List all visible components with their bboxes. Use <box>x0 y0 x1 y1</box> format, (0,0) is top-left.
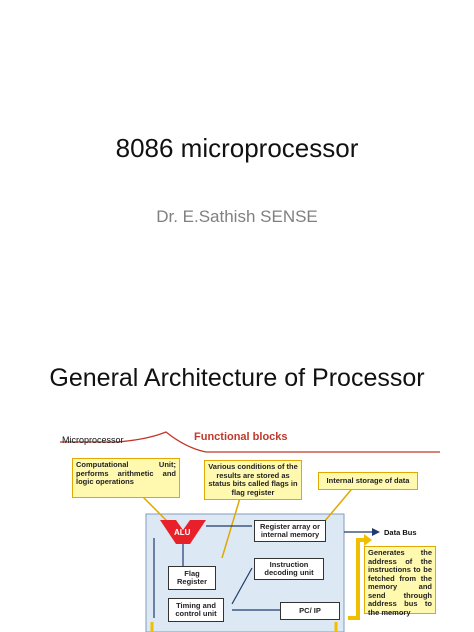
callout-flags: Various conditions of the results are st… <box>204 460 302 500</box>
diagram-header-left: Microprocessor <box>62 435 124 445</box>
slide-title-architecture: General Architecture of Processor <box>49 364 425 392</box>
block-timing-control: Timing and control unit <box>168 598 224 622</box>
block-instruction-decoder: Instruction decoding unit <box>254 558 324 580</box>
callout-computational: Computational Unit; performs arithmetic … <box>72 458 180 498</box>
header-underline <box>60 431 440 453</box>
slide-title-8086: 8086 microprocessor <box>115 133 359 163</box>
architecture-diagram: Microprocessor Functional blocks Computa… <box>56 418 448 632</box>
diagram-header-right: Functional blocks <box>194 431 288 443</box>
arrow-decoder-timing <box>231 567 253 605</box>
callout-connector-storage <box>323 483 357 523</box>
callout-connector-flags <box>221 497 241 559</box>
databus-label: Data Bus <box>384 528 417 537</box>
databus-arrowhead <box>372 528 380 536</box>
callout-address: Generates the address of the instruction… <box>364 546 436 616</box>
block-pc-ip: PC/ IP <box>280 602 340 620</box>
yellow-arrowhead <box>364 534 372 546</box>
callout-storage: Internal storage of data <box>318 472 418 490</box>
alu-label: ALU <box>174 528 191 537</box>
block-flag-register: Flag Register <box>168 566 216 590</box>
alu-shape <box>160 520 206 544</box>
block-register-array: Register array or internal memory <box>254 520 326 542</box>
yellow-address-arrow <box>348 538 366 620</box>
slide-author: Dr. E.Sathish SENSE <box>156 207 318 226</box>
